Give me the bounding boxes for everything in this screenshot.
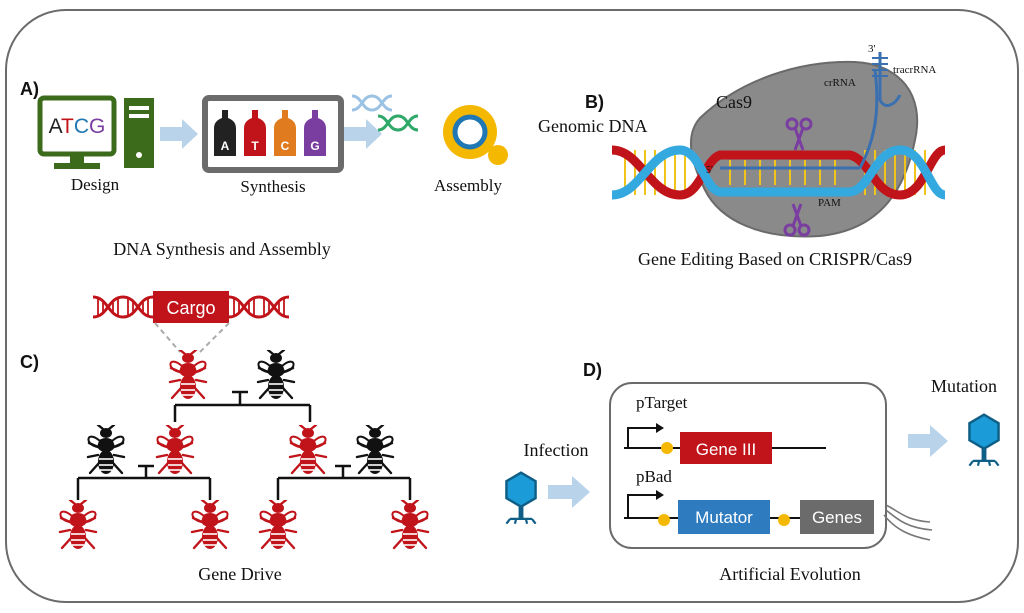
- genomic-dna-helix: [611, 52, 947, 200]
- bottle-icon: [244, 110, 266, 156]
- arrow-icon: [160, 119, 198, 149]
- monitor-letter-g: G: [89, 115, 105, 138]
- panel-a-caption: DNA Synthesis and Assembly: [113, 239, 331, 259]
- arrow-icon: [548, 476, 590, 508]
- promoter-arrowhead-icon: [656, 423, 664, 433]
- monitor-atcg: ATCG: [49, 115, 106, 138]
- monitor-letter-t: T: [61, 115, 74, 138]
- gene-iii-label: Gene III: [696, 440, 756, 459]
- operator-dot: [658, 514, 670, 526]
- scissors-icon: [785, 117, 813, 151]
- mutation-label: Mutation: [931, 376, 997, 396]
- ptarget-label: pTarget: [636, 393, 688, 412]
- panel-c-label: C): [20, 352, 39, 372]
- panel-a: A) ATCG Design: [20, 79, 508, 259]
- panel-b: B) 3' crRNA: [538, 43, 947, 269]
- three-prime-label: 3': [868, 43, 876, 55]
- mutator-box: [678, 500, 770, 534]
- assembly-label: Assembly: [434, 176, 503, 195]
- crrna-label: crRNA: [824, 77, 856, 89]
- pedigree-lines: [76, 390, 412, 500]
- monitor-letter-a: A: [49, 115, 63, 138]
- design-label: Design: [71, 175, 120, 194]
- computer-icon: [37, 95, 154, 169]
- arrow-icon: [344, 119, 382, 149]
- pbad-label: pBad: [636, 467, 672, 486]
- gene-iii-box: [680, 432, 772, 464]
- connector-line: [199, 322, 230, 353]
- panel-d: D) pTarget Gene III pBad Mutator Genes I…: [505, 360, 1000, 584]
- arrow-icon: [908, 425, 948, 457]
- infection-label: Infection: [524, 440, 589, 460]
- bottle-icon: [214, 110, 236, 156]
- panel-d-label: D): [583, 360, 602, 380]
- panel-b-caption: Gene Editing Based on CRISPR/Cas9: [638, 249, 912, 269]
- tracrrna-label: tracrRNA: [893, 64, 936, 76]
- promoter-arrow-icon: [627, 494, 656, 518]
- cas9-label: Cas9: [716, 92, 752, 112]
- monitor-letter-c: C: [74, 115, 89, 138]
- genes-box: [800, 500, 874, 534]
- scissors-icon: [783, 203, 811, 237]
- genomic-dna-label: Genomic DNA: [538, 116, 647, 136]
- bottle-label-t: T: [251, 139, 259, 153]
- promoter-arrow-icon: [627, 427, 656, 448]
- panel-c: C) Cargo Gene Drive: [20, 291, 430, 584]
- synthesis-label: Synthesis: [240, 177, 305, 196]
- cargo-box: [153, 291, 229, 323]
- operator-dot: [661, 442, 673, 454]
- pam-label: PAM: [818, 197, 841, 209]
- bottle-label-g: G: [310, 139, 319, 153]
- cargo-label: Cargo: [166, 298, 215, 318]
- promoter-arrowhead-icon: [656, 490, 664, 500]
- five-prime-label: 5': [706, 165, 713, 176]
- mutator-label: Mutator: [695, 508, 753, 527]
- bottle-icon: [274, 110, 296, 156]
- bottle-label-c: C: [281, 139, 290, 153]
- connector-line: [154, 322, 181, 353]
- panel-c-caption: Gene Drive: [198, 564, 281, 584]
- operator-dot: [778, 514, 790, 526]
- bottle-icon: [304, 110, 326, 156]
- genes-label: Genes: [812, 508, 862, 527]
- dna-fragment-icon: [351, 94, 419, 132]
- pili-icon: [883, 504, 933, 541]
- panel-b-label: B): [585, 92, 604, 112]
- panel-d-caption: Artificial Evolution: [719, 564, 860, 584]
- synthesis-device-icon: A T C G: [202, 95, 344, 173]
- panel-a-label: A): [20, 79, 39, 99]
- bottle-label-a: A: [221, 139, 230, 153]
- assembly-ring-icon: [443, 105, 508, 165]
